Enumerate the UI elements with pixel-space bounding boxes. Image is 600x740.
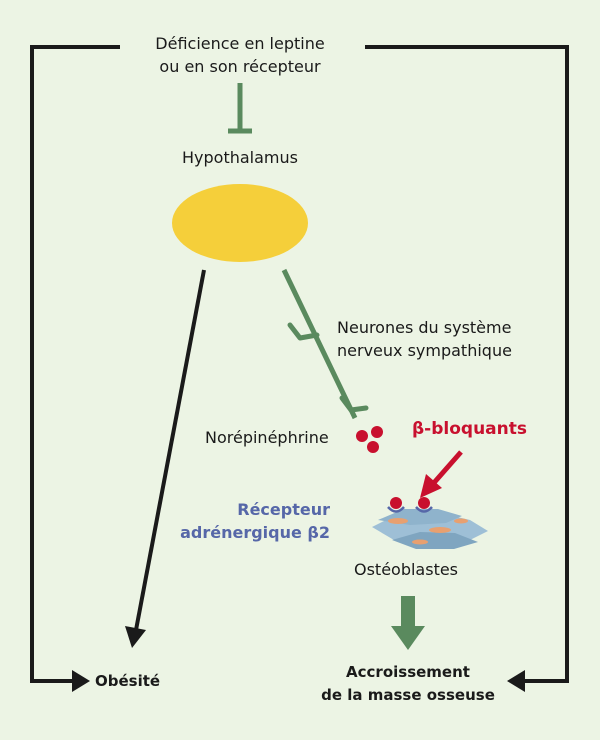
obesity-arrowhead bbox=[125, 626, 146, 648]
obesity-arrow bbox=[134, 269, 206, 631]
osteoblasts-label: Ostéoblastes bbox=[353, 560, 459, 579]
neuron-fork-lower bbox=[339, 395, 369, 413]
receptor-bound-dot bbox=[418, 497, 430, 509]
norepinephrine-dot bbox=[356, 430, 368, 442]
beta-blocker-arrow bbox=[430, 450, 463, 487]
receptor-label-line1: Récepteur bbox=[237, 500, 330, 519]
bone-mass-arrow-shaft bbox=[401, 596, 415, 628]
deficiency-label-line2: ou en son récepteur bbox=[159, 57, 321, 76]
receptor-label: Récepteur adrénergique β2 bbox=[180, 498, 330, 544]
osteoblast-cells bbox=[372, 509, 488, 549]
bone-mass-label-line2: de la masse osseuse bbox=[321, 686, 495, 704]
hypothalamus-ellipse bbox=[172, 184, 308, 262]
neurons-label: Neurones du système nerveux sympathique bbox=[337, 316, 512, 362]
neurons-label-line2: nerveux sympathique bbox=[337, 341, 512, 360]
right-frame-arrow bbox=[365, 45, 569, 683]
deficiency-label: Déficience en leptine ou en son récepteu… bbox=[155, 32, 324, 78]
neurons-label-line1: Neurones du système bbox=[337, 318, 512, 337]
receptor-bound-dot bbox=[390, 497, 402, 509]
hypothalamus-label: Hypothalamus bbox=[182, 148, 298, 167]
norepinephrine-dot bbox=[367, 441, 379, 453]
norepinephrine-dot bbox=[371, 426, 383, 438]
beta-blockers-label: β-bloquants bbox=[412, 419, 527, 439]
norepinephrine-label: Norépinéphrine bbox=[205, 428, 329, 447]
neuron-fork-upper bbox=[287, 322, 320, 341]
left-frame-arrow bbox=[30, 45, 120, 683]
right-frame-arrowhead bbox=[507, 670, 525, 692]
obesity-label: Obésité bbox=[95, 672, 161, 690]
bone-mass-label: Accroissement de la masse osseuse bbox=[321, 661, 495, 707]
receptor-label-line2: adrénergique β2 bbox=[180, 523, 330, 542]
left-frame-arrowhead bbox=[72, 670, 90, 692]
deficiency-label-line1: Déficience en leptine bbox=[155, 34, 325, 53]
receptor-cup-icon bbox=[387, 506, 405, 513]
bone-mass-label-line1: Accroissement bbox=[346, 663, 470, 681]
receptor-cup-icon bbox=[415, 506, 433, 513]
beta-blocker-arrowhead bbox=[420, 474, 442, 498]
sympathetic-neuron-line bbox=[281, 268, 358, 420]
bone-mass-arrowhead bbox=[391, 626, 425, 650]
